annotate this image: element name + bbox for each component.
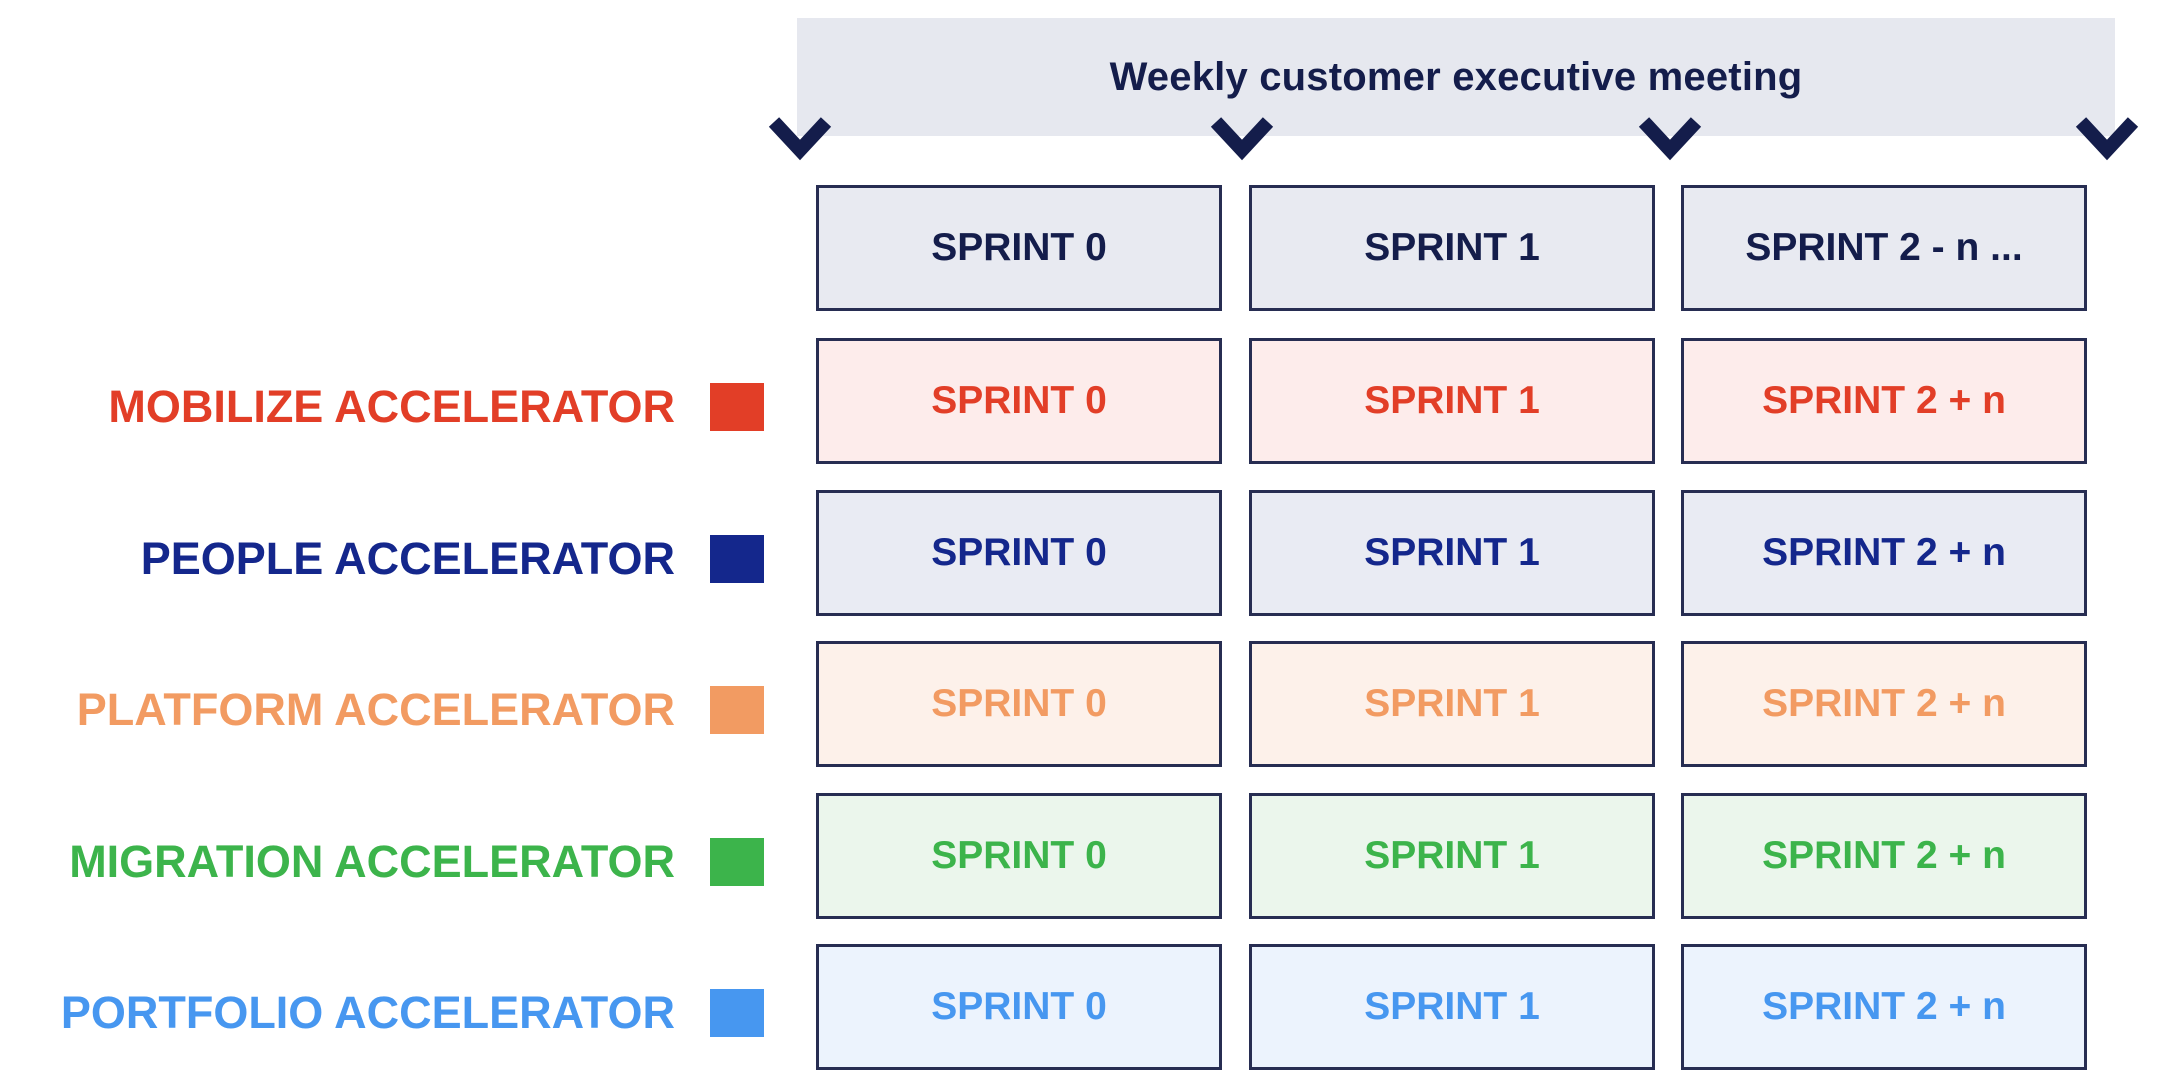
meeting-banner-title: Weekly customer executive meeting bbox=[1109, 55, 1803, 99]
sprint-cell: SPRINT 1 bbox=[1249, 490, 1655, 616]
sprint-cell: SPRINT 2 + n bbox=[1681, 338, 2087, 464]
sprint-cell: SPRINT 0 bbox=[816, 490, 1222, 616]
sprint-cell: SPRINT 1 bbox=[1249, 641, 1655, 767]
header-cell-sprint-2: SPRINT 2 - n ... bbox=[1681, 185, 2087, 311]
chevron-down-icon bbox=[1210, 117, 1274, 161]
header-cell-sprint-0: SPRINT 0 bbox=[816, 185, 1222, 311]
row-color-swatch bbox=[710, 989, 764, 1037]
row-label: PORTFOLIO ACCELERATOR bbox=[60, 987, 675, 1038]
sprint-cell: SPRINT 1 bbox=[1249, 338, 1655, 464]
row-label: MOBILIZE ACCELERATOR bbox=[108, 381, 675, 432]
row-label: PEOPLE ACCELERATOR bbox=[140, 533, 675, 584]
chevron-down-icon bbox=[2075, 117, 2139, 161]
sprint-cell: SPRINT 0 bbox=[816, 944, 1222, 1070]
sprint-cell: SPRINT 0 bbox=[816, 793, 1222, 919]
sprint-cell: SPRINT 2 + n bbox=[1681, 793, 2087, 919]
chevron-down-icon bbox=[1638, 117, 1702, 161]
header-cell-sprint-1: SPRINT 1 bbox=[1249, 185, 1655, 311]
sprint-cell: SPRINT 2 + n bbox=[1681, 490, 2087, 616]
sprint-cell: SPRINT 2 + n bbox=[1681, 641, 2087, 767]
sprint-cell: SPRINT 0 bbox=[816, 641, 1222, 767]
sprint-cell: SPRINT 1 bbox=[1249, 793, 1655, 919]
row-label: MIGRATION ACCELERATOR bbox=[69, 836, 675, 887]
row-color-swatch bbox=[710, 838, 764, 886]
row-color-swatch bbox=[710, 535, 764, 583]
chevron-down-icon bbox=[768, 117, 832, 161]
row-color-swatch bbox=[710, 686, 764, 734]
sprint-cell: SPRINT 2 + n bbox=[1681, 944, 2087, 1070]
row-label: PLATFORM ACCELERATOR bbox=[76, 684, 675, 735]
meeting-banner bbox=[797, 18, 2115, 136]
row-color-swatch bbox=[710, 383, 764, 431]
sprint-cell: SPRINT 0 bbox=[816, 338, 1222, 464]
sprint-cell: SPRINT 1 bbox=[1249, 944, 1655, 1070]
